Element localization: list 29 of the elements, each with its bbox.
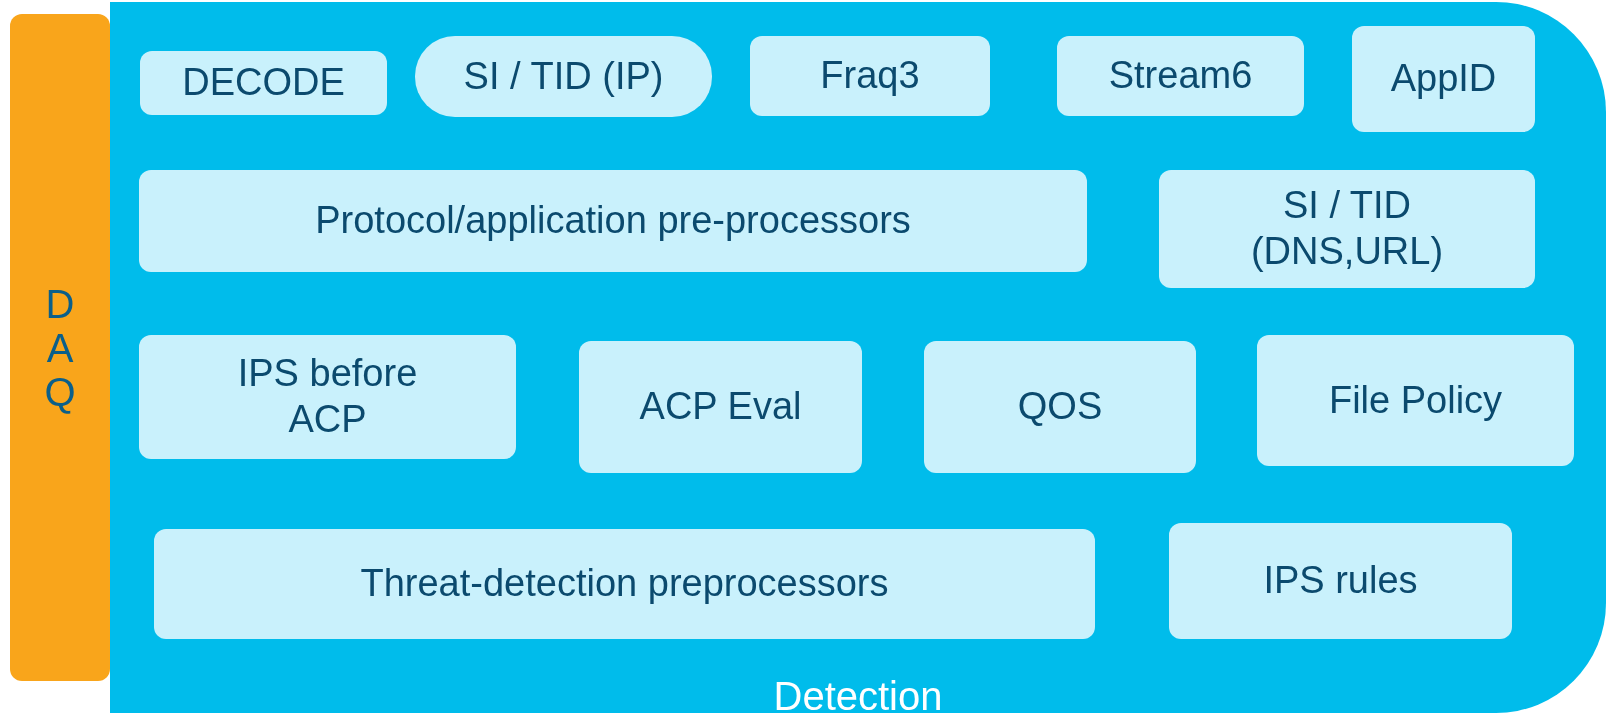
module-label: Threat-detection preprocessors [359,561,890,607]
module-box [1352,26,1535,132]
detection-panel [110,2,1606,713]
module-label: IPS before ACP [236,351,419,442]
module-label: QOS [1016,384,1104,430]
module-box [139,170,1087,272]
module-box [924,341,1196,473]
module-box [1257,335,1574,466]
module-label: Stream6 [1107,53,1254,99]
module-box [140,51,387,115]
module-label: SI / TID (DNS,URL) [1249,183,1445,274]
module-label: AppID [1389,56,1498,102]
panel-title: Detection [772,674,944,715]
module-label: IPS rules [1262,558,1419,604]
module-box [579,341,862,473]
module-box [1169,523,1512,639]
module-label: Fraq3 [819,53,921,99]
module-box [154,529,1095,639]
module-label: SI / TID (IP) [462,53,665,99]
daq-label: DAQ [43,281,77,414]
module-box [1159,170,1535,288]
module-label: File Policy [1327,377,1504,423]
module-label: ACP Eval [638,384,803,430]
module-label: Protocol/application pre-processors [314,198,912,244]
module-label: DECODE [181,60,346,106]
module-box [139,335,516,459]
daq-bar [10,14,110,681]
module-box [750,36,990,116]
module-box [1057,36,1304,116]
